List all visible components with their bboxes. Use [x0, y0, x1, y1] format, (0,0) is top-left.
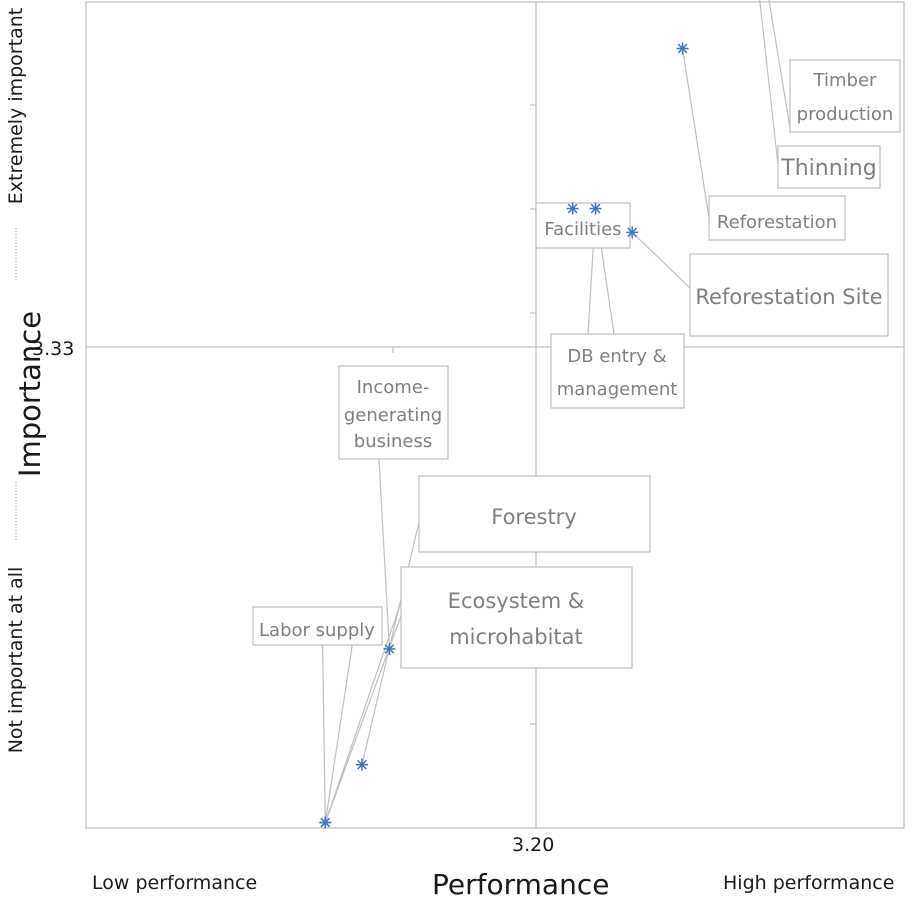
- point-label: generating: [344, 405, 442, 426]
- point-label: Timber: [813, 70, 877, 91]
- y-axis-title: Importance: [13, 311, 47, 477]
- leader-line: [324, 601, 402, 823]
- label-box: [400, 566, 633, 669]
- point-label: Forestry: [491, 505, 577, 529]
- y-high-label: Extremely important: [5, 8, 27, 204]
- point-label: Labor supply: [259, 620, 375, 641]
- point-label: production: [797, 104, 894, 125]
- point-label: business: [354, 431, 432, 452]
- label-box: [252, 606, 383, 646]
- leader-line: [759, 0, 779, 166]
- data-point-marker: [676, 42, 689, 55]
- data-point-marker: [319, 816, 332, 829]
- label-box: [777, 145, 881, 189]
- point-label: Income-: [357, 377, 430, 398]
- x-high-label: High performance: [723, 872, 894, 894]
- point-label: management: [557, 379, 678, 400]
- markers: [319, 42, 689, 829]
- leader-line: [681, 48, 710, 219]
- label-box: [535, 202, 631, 249]
- point-label: Reforestation Site: [695, 285, 882, 309]
- leader-line: [768, 0, 791, 129]
- point-label: DB entry &: [567, 346, 666, 367]
- data-point-marker: [589, 202, 602, 215]
- data-point-marker: [355, 758, 368, 771]
- data-point-marker: [626, 226, 639, 239]
- data-point-marker: [566, 202, 579, 215]
- leader-line: [631, 231, 691, 289]
- label-box: [418, 475, 651, 553]
- plot-frame: [85, 1, 905, 829]
- label-box: [708, 195, 846, 241]
- point-label: microhabitat: [449, 625, 583, 649]
- label-box: [689, 253, 889, 337]
- label-box: [550, 333, 685, 409]
- label-box: [338, 365, 449, 460]
- x-low-label: Low performance: [92, 872, 257, 894]
- point-label: Reforestation: [717, 212, 837, 233]
- point-label: Ecosystem &: [448, 589, 585, 613]
- label-box: [789, 59, 901, 133]
- point-label: Facilities: [544, 219, 621, 240]
- leader-line: [378, 458, 391, 649]
- y-center-tick-label: 3.33: [32, 338, 74, 360]
- x-axis-title: Performance: [432, 868, 609, 899]
- y-low-label: Not important at all: [5, 567, 27, 754]
- point-label: Thinning: [780, 156, 876, 181]
- x-center-tick-label: 3.20: [512, 834, 554, 856]
- data-point-marker: [383, 642, 396, 655]
